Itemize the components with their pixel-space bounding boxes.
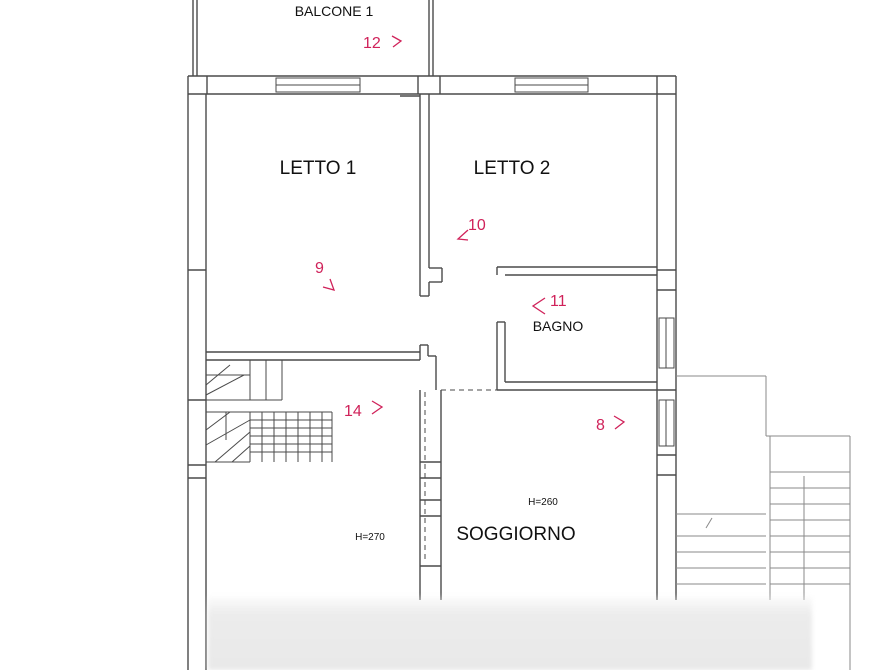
exterior-wall-right [656,76,677,600]
room-label-balcony: BALCONE 1 [295,3,374,19]
photo-marker-12: 12 [363,35,381,52]
marker-12-arrow [391,35,403,48]
stair-area-wall [206,344,437,390]
room-label-living: SOGGIORNO [456,524,575,545]
photo-marker-8: 8 [596,417,605,434]
window-top-left [275,77,361,93]
marker-14-arrow [371,400,384,415]
height-label-living: H=260 [528,497,558,508]
exterior-stairs [676,375,851,670]
marker-11-arrow [531,297,546,315]
dashed-openings [424,389,497,560]
photo-marker-14: 14 [344,403,362,420]
window-top-right [514,77,589,93]
partition-living [419,390,442,600]
marker-9-arrow [322,278,336,291]
room-label-bedroom-2: LETTO 2 [474,158,551,179]
marker-10-arrow [456,229,469,241]
window-right-living [658,399,675,447]
exterior-wall-left [187,76,207,670]
room-label-bathroom: BAGNO [533,318,584,334]
height-label-stairs: H=270 [355,532,385,543]
marker-8-arrow [613,415,626,430]
room-label-bedroom-1: LETTO 1 [280,158,357,179]
window-right-bathroom [658,317,675,369]
photo-marker-11: 11 [550,293,567,310]
photo-marker-9: 9 [315,260,324,277]
bathroom-walls [496,266,657,391]
partition-bedrooms [400,94,443,297]
photo-marker-arrows [322,35,626,430]
staircase [205,360,333,463]
balcony-outline [192,0,434,76]
blurred-watermark-band [208,596,812,670]
photo-marker-10: 10 [468,217,486,234]
exterior-wall-top [188,75,676,95]
